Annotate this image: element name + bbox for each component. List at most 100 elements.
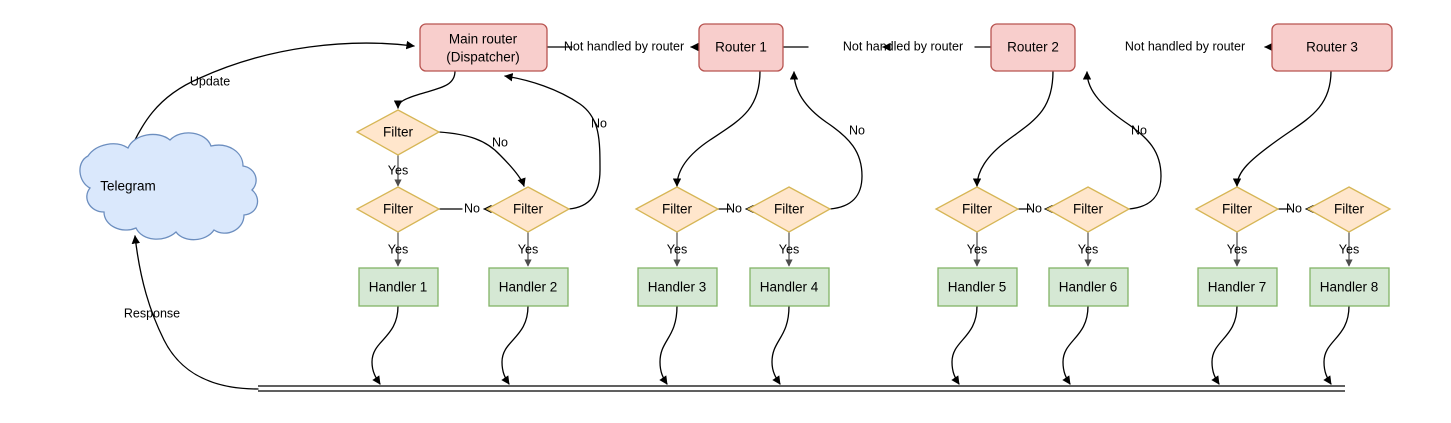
filter-1-diamond	[355, 186, 441, 233]
handler-3-box	[637, 267, 718, 307]
edge-router1-to-f3	[672, 70, 761, 187]
handler-3-label: Handler 3	[648, 280, 707, 295]
edge-label-no-f6-return: No	[1131, 123, 1147, 137]
router-3-box	[1271, 23, 1393, 72]
filter-5-diamond	[934, 186, 1020, 233]
edge-f4-no-return	[789, 71, 863, 210]
edge-h5-to-bus	[951, 305, 978, 385]
node-filter-2[interactable]: Filter	[485, 186, 571, 233]
handler-2-label: Handler 2	[499, 280, 558, 295]
filter-1-label: Filter	[383, 202, 414, 217]
handler-5-label: Handler 5	[948, 280, 1007, 295]
edge-label-no-f7: No	[1286, 201, 1302, 215]
edge-label-no-f2-return: No	[591, 116, 607, 130]
edge-label-yes-f1: Yes	[388, 242, 408, 256]
node-handler-1[interactable]: Handler 1	[358, 267, 439, 307]
edge-update	[119, 40, 415, 176]
handler-4-box	[749, 267, 830, 307]
edge-label-not-handled-3: Not handled by router	[1125, 39, 1245, 53]
edge-f2-no-return	[504, 73, 601, 210]
filter-top-label: Filter	[383, 125, 414, 140]
edge-h3-to-bus	[659, 305, 678, 385]
edge-label-yes-f8: Yes	[1339, 242, 1359, 256]
node-router-1[interactable]: Router 1	[698, 23, 784, 72]
edge-label-update: Update	[190, 74, 230, 88]
handler-2-box	[488, 267, 569, 307]
node-filter-3[interactable]: Filter	[634, 186, 720, 233]
edge-label-no-f4-return: No	[849, 123, 865, 137]
edge-label-yes-f6: Yes	[1078, 242, 1098, 256]
edge-label-response: Response	[124, 306, 180, 320]
handler-1-box	[358, 267, 439, 307]
node-filter-8[interactable]: Filter	[1306, 186, 1392, 233]
edge-label-yes-f7: Yes	[1227, 242, 1247, 256]
filter-2-label: Filter	[513, 202, 544, 217]
cloud-shape	[79, 132, 259, 241]
handler-7-box	[1197, 267, 1278, 307]
edge-label-yes-f2: Yes	[518, 242, 538, 256]
node-main-router[interactable]: Main router (Dispatcher)	[419, 23, 548, 72]
node-handler-3[interactable]: Handler 3	[637, 267, 718, 307]
handler-6-box	[1048, 267, 1129, 307]
node-telegram[interactable]: Telegram	[79, 132, 259, 241]
node-filter-7[interactable]: Filter	[1194, 186, 1280, 233]
router-3-label: Router 3	[1306, 40, 1358, 55]
edge-router2-to-f5	[972, 70, 1054, 187]
filter-8-diamond	[1306, 186, 1392, 233]
edge-label-no-f3: No	[726, 201, 742, 215]
node-filter-6[interactable]: Filter	[1045, 186, 1131, 233]
node-router-3[interactable]: Router 3	[1271, 23, 1393, 72]
edge-h1-to-bus	[371, 305, 399, 385]
filter-7-label: Filter	[1222, 202, 1253, 217]
node-handler-8[interactable]: Handler 8	[1309, 267, 1390, 307]
filter-7-diamond	[1194, 186, 1280, 233]
edge-response-to-telegram	[131, 235, 259, 390]
edge-label-yes-f5: Yes	[967, 242, 987, 256]
handler-5-box	[937, 267, 1018, 307]
filter-4-label: Filter	[774, 202, 805, 217]
edge-label-not-handled-1: Not handled by router	[564, 39, 684, 53]
telegram-label: Telegram	[100, 179, 156, 194]
handler-8-box	[1309, 267, 1390, 307]
edge-h6-to-bus	[1062, 305, 1089, 385]
edge-ftop-no	[438, 131, 526, 187]
filter-8-label: Filter	[1334, 202, 1365, 217]
filter-3-diamond	[634, 186, 720, 233]
router-1-label: Router 1	[715, 40, 767, 55]
filter-4-diamond	[746, 186, 832, 233]
edge-label-no-f5: No	[1026, 201, 1042, 215]
filter-2-diamond	[485, 186, 571, 233]
main-router-box	[419, 23, 548, 72]
filter-6-label: Filter	[1073, 202, 1104, 217]
filter-3-label: Filter	[662, 202, 693, 217]
filter-top-diamond	[355, 109, 441, 156]
edge-label-yes-f4: Yes	[779, 242, 799, 256]
node-handler-6[interactable]: Handler 6	[1048, 267, 1129, 307]
filter-6-diamond	[1045, 186, 1131, 233]
edge-h4-to-bus	[771, 305, 790, 385]
node-filter-5[interactable]: Filter	[934, 186, 1020, 233]
node-handler-4[interactable]: Handler 4	[749, 267, 830, 307]
router-2-box	[990, 23, 1076, 72]
handler-8-label: Handler 8	[1320, 280, 1379, 295]
edge-label-no-f1: No	[464, 201, 480, 215]
edge-main-to-filter-top	[393, 70, 456, 109]
node-handler-7[interactable]: Handler 7	[1197, 267, 1278, 307]
edge-router3-to-f7	[1232, 70, 1332, 187]
node-handler-2[interactable]: Handler 2	[488, 267, 569, 307]
edge-label-yes-f3: Yes	[667, 242, 687, 256]
node-filter-top[interactable]: Filter	[355, 109, 441, 156]
node-filter-1[interactable]: Filter	[355, 186, 441, 233]
handler-1-label: Handler 1	[369, 280, 428, 295]
filter-5-label: Filter	[962, 202, 993, 217]
node-handler-5[interactable]: Handler 5	[937, 267, 1018, 307]
node-router-2[interactable]: Router 2	[990, 23, 1076, 72]
edge-f6-no-return	[1082, 71, 1162, 210]
edge-h2-to-bus	[501, 305, 529, 385]
router-1-box	[698, 23, 784, 72]
handler-7-label: Handler 7	[1208, 280, 1267, 295]
handler-6-label: Handler 6	[1059, 280, 1118, 295]
node-filter-4[interactable]: Filter	[746, 186, 832, 233]
